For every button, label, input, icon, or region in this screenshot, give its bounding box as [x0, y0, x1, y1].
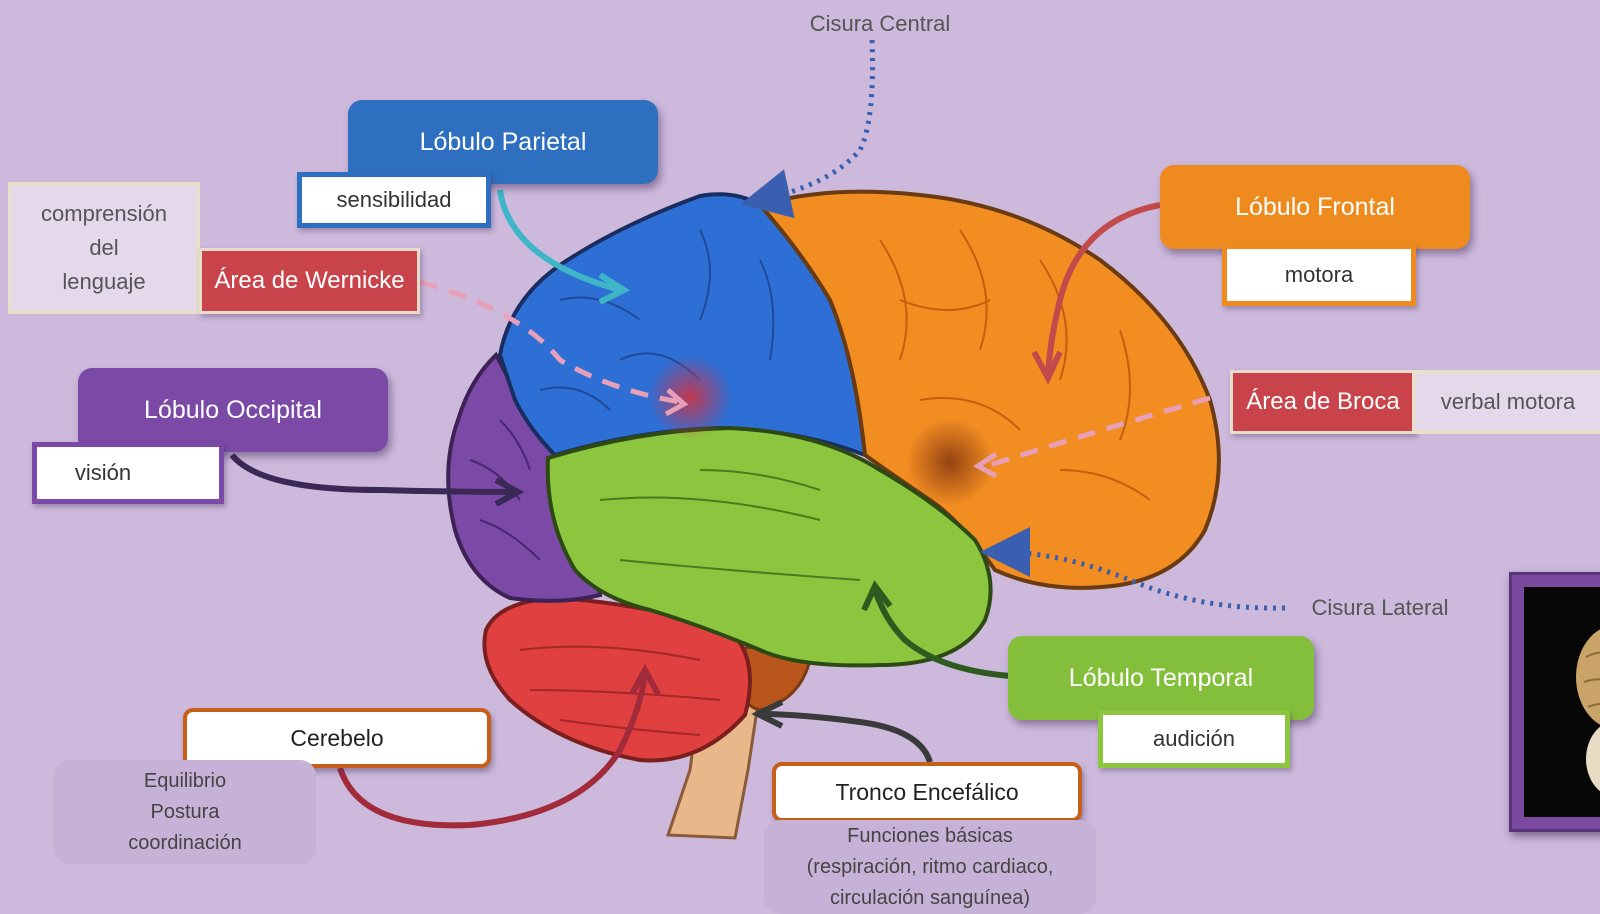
cerebellum-title: Cerebelo — [183, 708, 491, 768]
wernicke-function-line: del — [89, 231, 118, 265]
temporal-function: audición — [1098, 710, 1290, 768]
cerebellum-function-line: coordinación — [128, 828, 241, 859]
broca-area-label: Área de Broca — [1230, 370, 1416, 434]
wernicke-function-line: comprensión — [41, 197, 167, 231]
wernicke-area-label: Área de Wernicke — [199, 248, 420, 314]
brainstem-function: Funciones básicas (respiración, ritmo ca… — [764, 820, 1096, 914]
parietal-function: sensibilidad — [297, 172, 491, 228]
cerebellum-function-line: Postura — [151, 797, 220, 828]
central-fissure-label: Cisura Central — [790, 6, 970, 42]
occipital-function: visión — [32, 442, 224, 504]
brainstem-arrow — [760, 714, 930, 762]
temporal-lobe-title: Lóbulo Temporal — [1008, 636, 1314, 720]
brainstem-function-line: circulación sanguínea) — [830, 883, 1030, 914]
wernicke-function: comprensión del lenguaje — [8, 182, 200, 314]
brain-photo — [1524, 587, 1600, 817]
brainstem-function-line: Funciones básicas — [847, 821, 1013, 852]
brainstem-title: Tronco Encefálico — [772, 762, 1082, 822]
occipital-lobe-title: Lóbulo Occipital — [78, 368, 388, 452]
wernicke-function-line: lenguaje — [62, 265, 145, 299]
frontal-function: motora — [1222, 244, 1416, 306]
cerebellum-function: Equilibrio Postura coordinación — [54, 760, 316, 864]
brain-photo-thumbnail — [1509, 572, 1600, 832]
lateral-fissure-label: Cisura Lateral — [1290, 590, 1470, 626]
central-fissure-line — [760, 40, 873, 200]
brainstem-function-line: (respiración, ritmo cardiaco, — [807, 852, 1054, 883]
cerebellum-function-line: Equilibrio — [144, 766, 226, 797]
broca-function: verbal motora — [1412, 370, 1600, 434]
frontal-lobe-title: Lóbulo Frontal — [1160, 165, 1470, 249]
